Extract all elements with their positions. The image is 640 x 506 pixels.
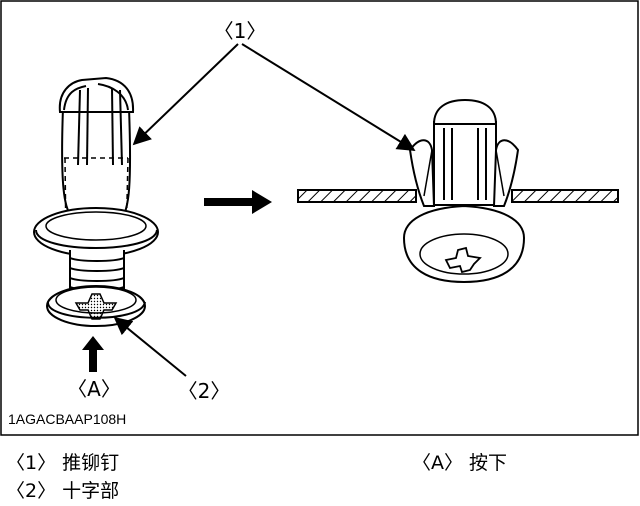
rivet-diagram: 〈1〉 〈A〉 〈2〉 1AGACBAAP108H (0, 0, 639, 436)
legend-key: 〈1〉 (6, 452, 57, 474)
panel-right (511, 189, 619, 203)
push-arrow-icon (82, 336, 104, 372)
rivet-before (33, 76, 159, 327)
cross-recess (74, 293, 118, 320)
rivet-after (402, 98, 526, 284)
legend-item-1: 〈1〉 推铆钉 (6, 452, 119, 474)
figure-code: 1AGACBAAP108H (8, 411, 126, 427)
leader-line-1b (241, 43, 416, 151)
legend-key: 〈2〉 (6, 480, 57, 502)
cross-recess-installed (444, 246, 482, 274)
callout-a: 〈A〉 (67, 377, 121, 401)
legend-key: 〈A〉 (412, 452, 463, 474)
callout-1: 〈1〉 (214, 19, 267, 43)
leader-line-2 (113, 316, 187, 377)
legend-item-2: 〈2〉 十字部 (6, 480, 119, 502)
legend-text: 十字部 (62, 480, 120, 502)
leader-line-1a (132, 43, 239, 146)
legend-text: 推铆钉 (62, 452, 120, 474)
callout-2: 〈2〉 (178, 379, 231, 403)
panel-left (297, 189, 417, 203)
transition-arrow-icon (204, 190, 272, 214)
figure-frame (0, 0, 639, 436)
legend-item-a: 〈A〉 按下 (412, 452, 507, 474)
legend-text: 按下 (469, 452, 508, 474)
